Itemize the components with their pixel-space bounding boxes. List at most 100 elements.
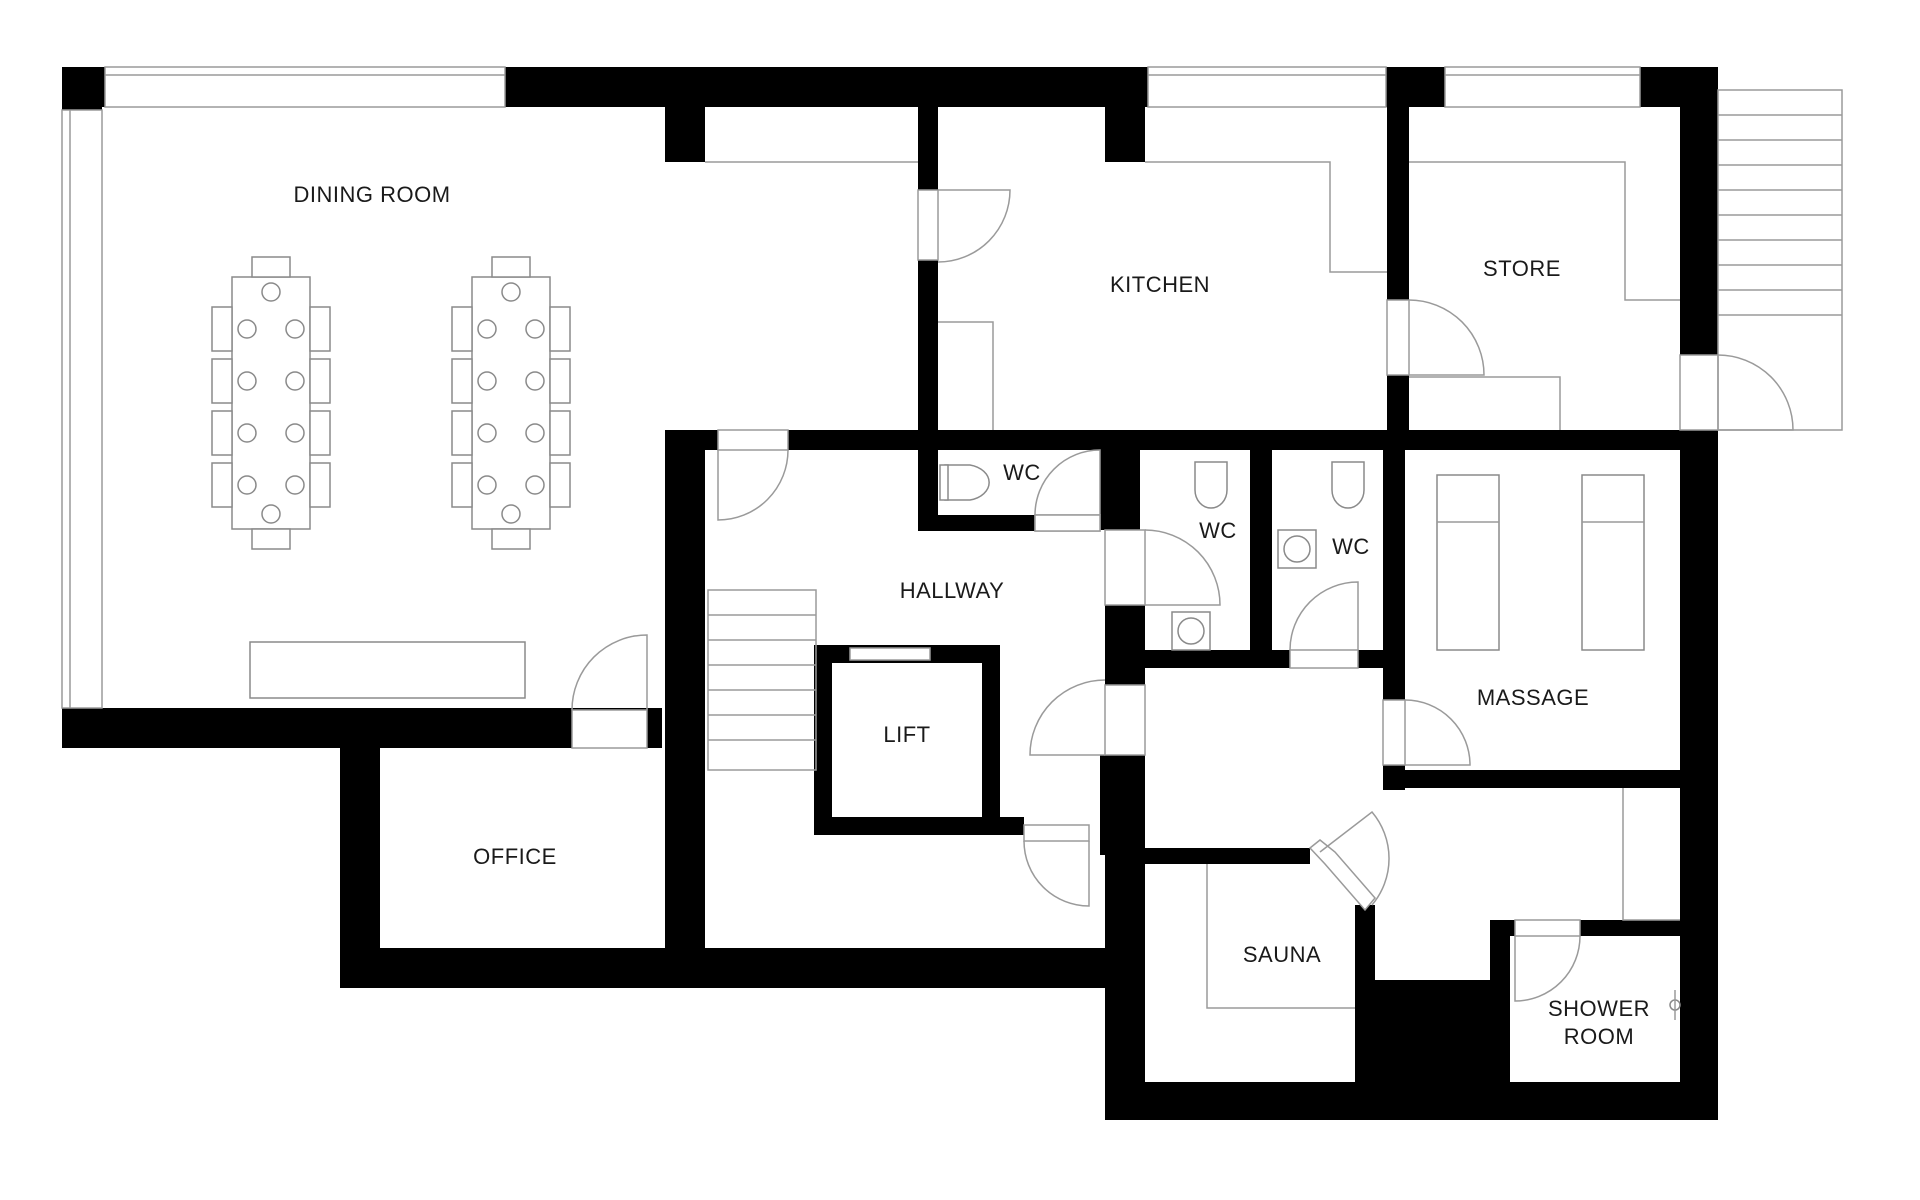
door-swing-icon <box>1404 699 1471 766</box>
place-setting <box>237 423 257 443</box>
interior-lines <box>705 161 1680 1009</box>
wall-lift-left <box>814 645 832 835</box>
sink-bowl <box>1283 535 1311 563</box>
toilets <box>939 461 1365 651</box>
window-icon <box>61 109 103 709</box>
door-sauna[interactable] <box>1308 839 1376 912</box>
wall-wc-upper-left <box>918 430 938 530</box>
doors <box>571 189 1794 1002</box>
toilet-icon <box>1194 461 1228 509</box>
window-icon <box>104 66 506 108</box>
door-dining-kitchen[interactable] <box>917 189 939 261</box>
place-setting <box>501 504 521 524</box>
wall-office-bottom <box>340 948 1110 988</box>
bed-icon <box>1436 474 1500 651</box>
toilet-icon <box>1331 461 1365 509</box>
place-setting <box>477 319 497 339</box>
label-wc-middle: WC <box>1199 518 1237 543</box>
label-shower-room-line2: ROOM <box>1564 1024 1634 1049</box>
door-swing-icon <box>571 634 648 711</box>
wall-sauna-top <box>1145 848 1310 864</box>
wall-wc-mid-right <box>1250 450 1272 650</box>
place-setting <box>477 423 497 443</box>
label-dining-room: DINING ROOM <box>293 182 450 207</box>
chair-icon <box>211 410 233 456</box>
place-setting <box>285 371 305 391</box>
door-shower-room[interactable] <box>1514 919 1581 937</box>
wall-shower-left <box>1490 920 1510 1120</box>
sink-bowl <box>1177 617 1205 645</box>
door-swing-icon <box>717 449 789 521</box>
chair-icon <box>451 410 473 456</box>
wall-right <box>1680 67 1718 1120</box>
label-office: OFFICE <box>473 844 557 869</box>
label-sauna: SAUNA <box>1243 942 1321 967</box>
wall-lift-right <box>982 645 1000 835</box>
wall-sauna-right <box>1355 905 1375 1120</box>
pillar-dining <box>665 107 705 162</box>
place-setting <box>237 475 257 495</box>
door-wc-middle[interactable] <box>1104 529 1146 606</box>
door-wc-right[interactable] <box>1289 649 1359 669</box>
door-swing-icon <box>1289 581 1359 651</box>
door-hallway-lower[interactable] <box>1023 824 1090 842</box>
window-icon <box>1444 66 1641 108</box>
place-setting <box>477 371 497 391</box>
wall-dining-kitchen <box>918 107 938 437</box>
wall-massage-bottom <box>1383 770 1718 788</box>
chair-icon <box>491 256 531 278</box>
toilet-tank <box>939 464 949 501</box>
wall-kitchen-store <box>1387 67 1409 437</box>
chair-icon <box>549 410 571 456</box>
chair-icon <box>451 306 473 352</box>
bed-icon <box>1581 474 1645 651</box>
chair-icon <box>309 306 331 352</box>
door-hallway-top[interactable] <box>717 429 789 451</box>
door-dining-office[interactable] <box>571 709 648 749</box>
lift-door[interactable] <box>849 647 931 661</box>
pillar-kitchen <box>1105 107 1145 162</box>
door-spa-corridor[interactable] <box>1104 684 1146 756</box>
place-setting <box>285 319 305 339</box>
place-setting <box>237 371 257 391</box>
door-wc-small[interactable] <box>1034 514 1101 532</box>
label-kitchen: KITCHEN <box>1110 272 1210 297</box>
door-swing-icon <box>1029 679 1106 756</box>
chair-icon <box>491 528 531 550</box>
shower-icon <box>1669 990 1681 1020</box>
door-kitchen-store[interactable] <box>1386 299 1410 376</box>
chair-icon <box>451 358 473 404</box>
label-lift: LIFT <box>883 722 930 747</box>
label-wc-upper: WC <box>1003 460 1041 485</box>
label-massage: MASSAGE <box>1477 685 1589 710</box>
wall-hallway-right <box>1100 755 1145 855</box>
place-setting <box>237 319 257 339</box>
door-swing-icon <box>937 189 1011 263</box>
place-setting <box>285 423 305 443</box>
place-setting <box>285 475 305 495</box>
windows <box>61 66 1641 709</box>
door-store-exterior[interactable] <box>1679 354 1719 431</box>
place-setting <box>261 282 281 302</box>
wall-hallway-top <box>665 430 1718 450</box>
window-icon <box>1147 66 1387 108</box>
place-setting <box>261 504 281 524</box>
chair-icon <box>211 306 233 352</box>
wall-spa-block <box>1375 980 1490 1120</box>
door-swing-icon <box>1023 840 1090 907</box>
label-store: STORE <box>1483 256 1561 281</box>
place-setting <box>525 371 545 391</box>
toilet-icon <box>944 464 990 501</box>
label-hallway: HALLWAY <box>900 578 1005 603</box>
place-setting <box>501 282 521 302</box>
label-wc-right: WC <box>1332 534 1370 559</box>
door-massage[interactable] <box>1382 699 1406 766</box>
chair-icon <box>549 358 571 404</box>
door-swing-icon <box>1717 354 1794 431</box>
door-swing-icon <box>1408 299 1485 376</box>
chair-icon <box>309 462 331 508</box>
wall-wc-upper-right <box>1100 430 1140 530</box>
chair-icon <box>251 528 291 550</box>
chair-icon <box>549 306 571 352</box>
chair-icon <box>211 462 233 508</box>
